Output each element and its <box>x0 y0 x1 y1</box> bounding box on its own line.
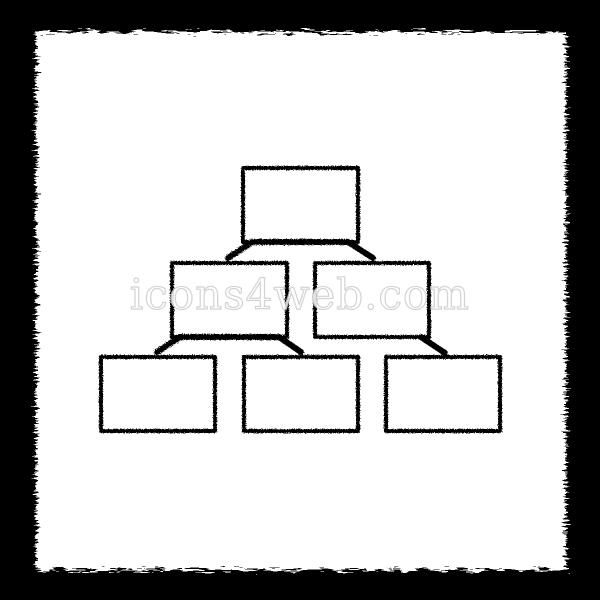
canvas-area <box>36 32 566 570</box>
hierarchy-drawing <box>99 166 502 433</box>
bottom-right-node-box <box>384 355 502 433</box>
middle-right-connector <box>418 334 448 356</box>
bottom-left-node-box <box>99 355 217 433</box>
top-connector <box>225 239 376 261</box>
bottom-center-node-box <box>242 355 360 433</box>
middle-left-connector <box>154 334 304 355</box>
middle-right-node-box <box>313 261 431 339</box>
